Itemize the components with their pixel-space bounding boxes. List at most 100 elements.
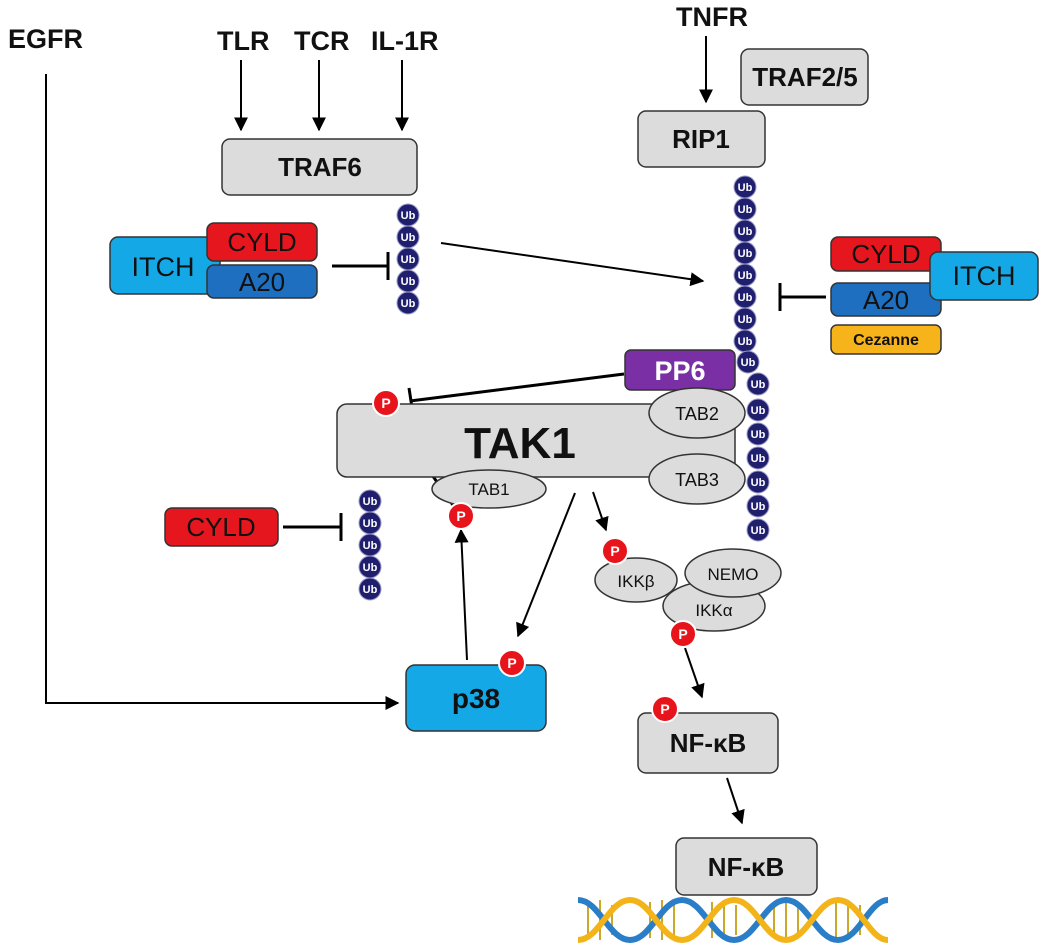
svg-text:Ub: Ub <box>751 405 766 417</box>
svg-text:Ub: Ub <box>401 276 416 288</box>
inhibition-right-dub <box>778 283 826 311</box>
svg-text:Ub: Ub <box>363 496 378 508</box>
ub-bead: Ub <box>733 263 757 287</box>
ub-bead: Ub <box>396 225 420 249</box>
ub-chain-rip1: Ub Ub Ub Ub Ub Ub Ub Ub Ub Ub Ub Ub Ub U… <box>733 175 770 542</box>
left-cyld-box <box>206 222 318 262</box>
ub-bead: Ub <box>746 372 770 396</box>
ub-bead: Ub <box>746 398 770 422</box>
ub-bead: Ub <box>746 422 770 446</box>
traf25-label: TRAF2/5 <box>752 62 857 92</box>
ub-bead: Ub <box>358 555 382 579</box>
left-cyld-label: CYLD <box>227 227 296 257</box>
tab2-node <box>648 387 746 439</box>
dna-helix-icon <box>577 896 889 944</box>
ub-bead: Ub <box>396 291 420 315</box>
svg-text:Ub: Ub <box>401 232 416 244</box>
edge-ikk-nfkb <box>684 647 705 699</box>
ikka-label: IKKα <box>695 601 732 620</box>
tak1-label: TAK1 <box>464 419 576 468</box>
tab1-node <box>431 469 547 509</box>
phospho-tab1: P <box>447 502 475 530</box>
ikkb-node <box>594 557 678 603</box>
left-itch-label: ITCH <box>132 252 195 282</box>
svg-text:Ub: Ub <box>751 501 766 513</box>
svg-text:Ub: Ub <box>738 336 753 348</box>
tab2-label: TAB2 <box>675 404 719 424</box>
svg-text:Ub: Ub <box>738 314 753 326</box>
phospho-tak1: P <box>372 389 400 417</box>
svg-text:Ub: Ub <box>738 292 753 304</box>
tab1-cyld-node: CYLD <box>164 507 279 547</box>
edge-tak1-p38 <box>516 492 576 638</box>
svg-text:P: P <box>678 626 687 642</box>
ub-bead: Ub <box>733 175 757 199</box>
right-a20-label: A20 <box>863 285 909 315</box>
pp6-node: PP6 <box>624 349 736 391</box>
svg-text:Ub: Ub <box>363 562 378 574</box>
tcr-label: TCR <box>294 26 350 56</box>
ub-bead: Ub <box>733 197 757 221</box>
cezanne-box <box>830 324 942 355</box>
nfkb-nuc-node: NF-κB <box>675 837 818 896</box>
svg-text:P: P <box>381 395 390 411</box>
p38-label: p38 <box>452 683 500 714</box>
ub-bead: Ub <box>733 285 757 309</box>
ub-bead: Ub <box>746 470 770 494</box>
svg-text:Ub: Ub <box>738 270 753 282</box>
svg-text:P: P <box>610 543 619 559</box>
tab3-node <box>648 453 746 505</box>
ub-bead: Ub <box>358 533 382 557</box>
svg-text:Ub: Ub <box>401 298 416 310</box>
ub-bead: Ub <box>746 518 770 542</box>
svg-text:Ub: Ub <box>751 477 766 489</box>
traf6-node: TRAF6 <box>221 138 418 196</box>
ub-bead: Ub <box>358 511 382 535</box>
svg-text:Ub: Ub <box>738 204 753 216</box>
p38-node: p38 <box>405 664 547 732</box>
ub-chain-traf6: Ub Ub Ub Ub Ub <box>396 203 420 315</box>
rip1-label: RIP1 <box>672 124 730 154</box>
svg-text:Ub: Ub <box>738 226 753 238</box>
right-itch-label: ITCH <box>953 261 1016 291</box>
nemo-node <box>684 548 782 598</box>
ub-chain-tab1: Ub Ub Ub Ub Ub <box>358 489 382 601</box>
il1r-label: IL-1R <box>371 26 439 56</box>
ub-bead: Ub <box>358 489 382 513</box>
ub-bead: Ub <box>396 269 420 293</box>
svg-text:Ub: Ub <box>751 429 766 441</box>
svg-text:Ub: Ub <box>363 518 378 530</box>
nfkb-nuc-label: NF-κB <box>708 852 785 882</box>
left-a20-label: A20 <box>239 267 285 297</box>
traf6-label: TRAF6 <box>278 152 362 182</box>
svg-text:Ub: Ub <box>363 540 378 552</box>
ikk-complex: IKKβ NEMO IKKα <box>594 548 782 632</box>
ikkb-label: IKKβ <box>617 572 654 591</box>
svg-text:Ub: Ub <box>401 254 416 266</box>
svg-text:Ub: Ub <box>401 210 416 222</box>
svg-text:Ub: Ub <box>363 584 378 596</box>
inhibition-cyld-tab1 <box>283 513 343 541</box>
svg-text:P: P <box>660 701 669 717</box>
traf25-node: TRAF2/5 <box>740 48 869 106</box>
right-cyld-label: CYLD <box>851 239 920 269</box>
pp6-label: PP6 <box>654 356 705 386</box>
svg-text:P: P <box>456 508 465 524</box>
ub-bead: Ub <box>736 350 760 374</box>
ub-bead: Ub <box>396 247 420 271</box>
svg-text:Ub: Ub <box>751 379 766 391</box>
ub-bead: Ub <box>746 446 770 470</box>
edge-p38-tab1 <box>454 528 469 661</box>
nfkb-cyto-label: NF-κB <box>670 728 747 758</box>
tab1-label: TAB1 <box>468 480 509 499</box>
nfkb-cyto-node: NF-κB <box>637 712 779 774</box>
ub-bead: Ub <box>396 203 420 227</box>
phospho-p38: P <box>498 649 526 677</box>
right-dub-group: CYLD A20 ITCH Cezanne <box>830 236 1039 355</box>
svg-text:Ub: Ub <box>738 248 753 260</box>
nemo-label: NEMO <box>708 565 759 584</box>
svg-text:Ub: Ub <box>751 525 766 537</box>
svg-text:Ub: Ub <box>738 182 753 194</box>
edge-nfkb-nucleus <box>726 777 745 825</box>
